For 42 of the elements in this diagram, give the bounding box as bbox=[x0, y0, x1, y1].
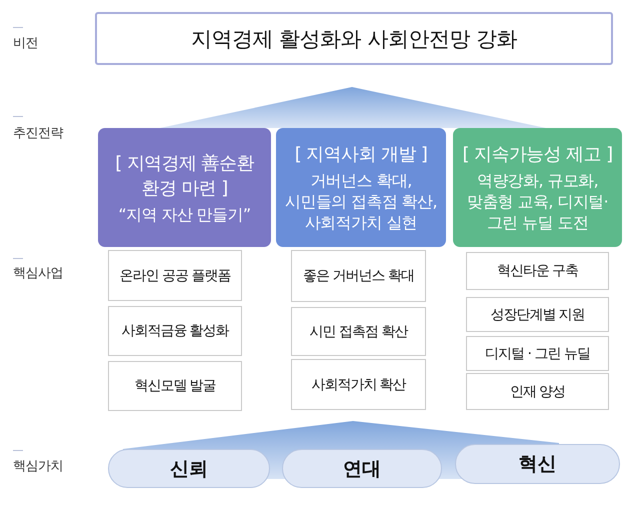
project-name: 사회적금융 활성화 bbox=[121, 322, 229, 340]
strategy-description: 거버넌스 확대, 시민들의 접촉점 확산, 사회적가치 실현 bbox=[284, 170, 438, 233]
strategy-description: 역량강화, 규모화, 맞춤형 교육, 디지털· 그린 뉴딜 도전 bbox=[466, 170, 610, 233]
value-name: 연대 bbox=[343, 456, 381, 482]
strategy-card bbox=[453, 128, 622, 247]
row-label: 추진전략 bbox=[13, 125, 63, 142]
strategy-description: “지역 자산 만들기” bbox=[118, 204, 251, 224]
project-name: 온라인 공공 플랫폼 bbox=[120, 266, 230, 284]
project-name: 디지털 · 그린 뉴딜 bbox=[485, 344, 590, 362]
value-name: 신뢰 bbox=[170, 456, 208, 482]
project-card bbox=[466, 252, 609, 290]
value-pill bbox=[108, 449, 270, 488]
row-label: 비전 bbox=[13, 35, 38, 52]
project-card bbox=[291, 359, 426, 410]
project-name: 혁신모델 발굴 bbox=[134, 377, 216, 395]
strategy-card bbox=[276, 128, 446, 247]
row-label: 핵심사업 bbox=[13, 265, 63, 282]
row-label: 핵심가치 bbox=[13, 458, 63, 475]
project-card bbox=[108, 250, 242, 301]
project-name: 시민 접촉점 확산 bbox=[310, 322, 408, 340]
strategy-heading: [ 지속가능성 제고 ] bbox=[462, 143, 612, 167]
project-card bbox=[108, 361, 242, 411]
vision-statement: 지역경제 활성화와 사회안전망 강화 bbox=[190, 26, 518, 52]
value-name: 혁신 bbox=[518, 452, 556, 477]
strategy-heading: [ 지역사회 개발 ] bbox=[294, 143, 428, 167]
project-card bbox=[466, 336, 609, 371]
value-pill bbox=[455, 444, 620, 484]
project-card bbox=[466, 297, 609, 332]
strategy-heading: [ 지역경제 善순환 환경 마련 ] bbox=[114, 152, 255, 200]
strategy-card bbox=[98, 128, 271, 247]
project-name: 좋은 거버넌스 확대 bbox=[303, 267, 414, 285]
vision-banner bbox=[95, 12, 613, 65]
value-pill bbox=[282, 449, 442, 488]
project-name: 인재 양성 bbox=[510, 382, 566, 400]
project-name: 성장단계별 지원 bbox=[490, 306, 585, 324]
project-name: 사회적가치 확산 bbox=[311, 376, 406, 394]
roof-triangle bbox=[160, 87, 546, 128]
project-card bbox=[466, 373, 609, 410]
project-name: 혁신타운 구축 bbox=[496, 262, 578, 280]
project-card bbox=[291, 307, 426, 356]
project-card bbox=[291, 250, 426, 302]
project-card bbox=[108, 306, 242, 356]
